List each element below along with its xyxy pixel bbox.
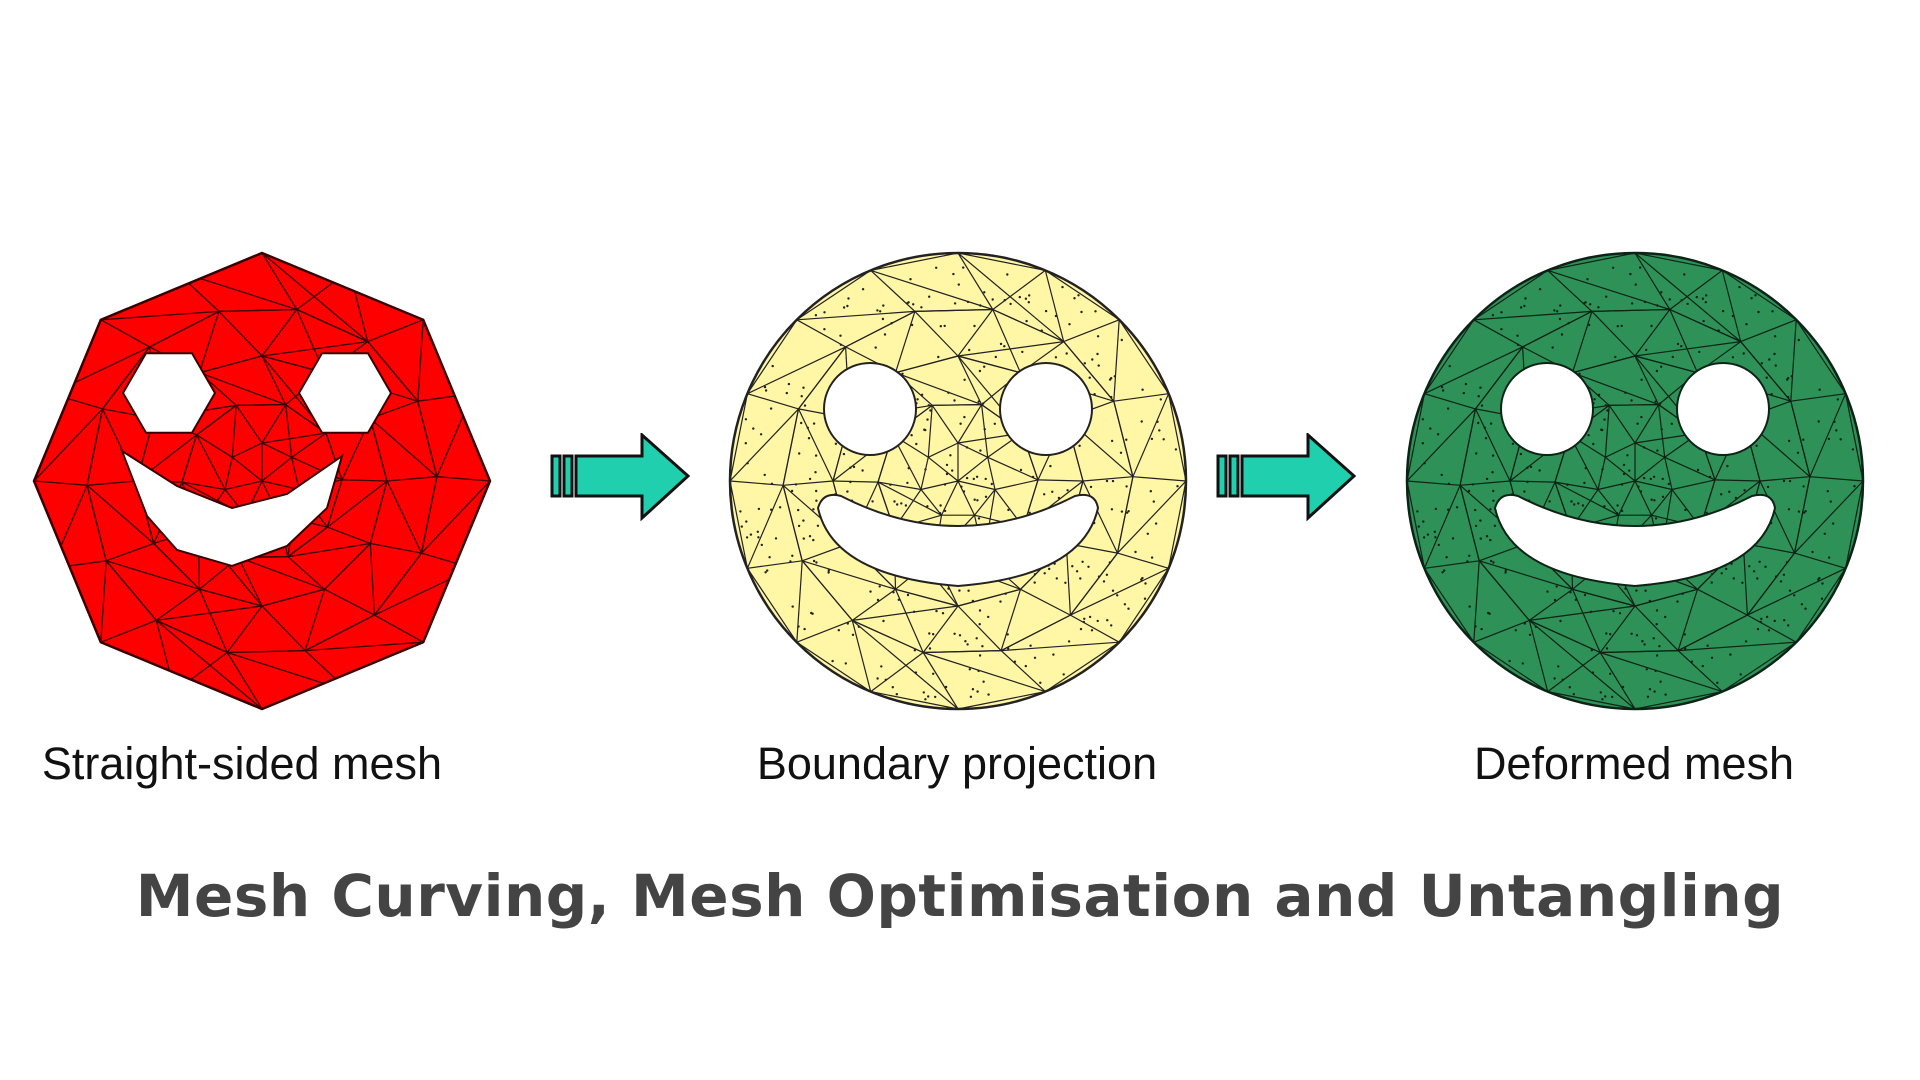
mesh-octagon-face bbox=[32, 251, 492, 711]
mesh-circle-face-yellow bbox=[728, 251, 1188, 711]
deformed-mesh-figure bbox=[1400, 246, 1870, 716]
right-arrow-icon bbox=[1216, 433, 1357, 522]
boundary-projection-figure bbox=[723, 246, 1193, 716]
right-arrow-icon bbox=[550, 433, 691, 522]
mesh-circle-face-green bbox=[1405, 251, 1865, 711]
caption-deformed-mesh: Deformed mesh bbox=[1473, 738, 1795, 789]
straight-sided-mesh-figure bbox=[27, 246, 497, 716]
caption-straight-sided-mesh: Straight-sided mesh bbox=[41, 738, 443, 789]
page-title: Mesh Curving, Mesh Optimisation and Unta… bbox=[135, 862, 1785, 930]
caption-boundary-projection: Boundary projection bbox=[756, 738, 1158, 789]
